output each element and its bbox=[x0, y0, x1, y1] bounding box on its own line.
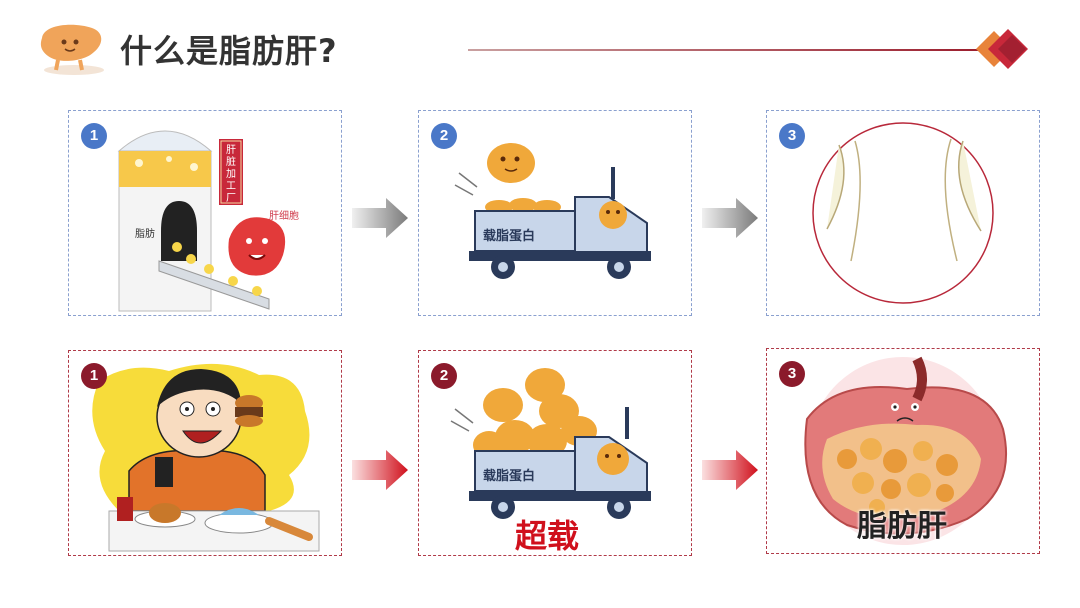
svg-text:肝: 肝 bbox=[226, 144, 236, 156]
healthy-liver-illustration bbox=[767, 111, 1039, 315]
panel-overloaded-truck: 2 载脂蛋白 超载 bbox=[418, 350, 692, 556]
overload-text: 超载 bbox=[515, 511, 579, 557]
step-number-badge: 3 bbox=[779, 123, 805, 149]
diamond-decoration-icon bbox=[972, 26, 1036, 72]
liver-cell-label: 肝细胞 bbox=[269, 207, 299, 222]
step-number-badge: 1 bbox=[81, 123, 107, 149]
page-title: 什么是脂肪肝? bbox=[120, 26, 338, 72]
liver-factory-illustration: 肝 脏 加 工 厂 bbox=[69, 111, 341, 315]
step-number-badge: 3 bbox=[779, 361, 805, 387]
overeating-illustration bbox=[69, 351, 341, 555]
arrow-right-icon bbox=[352, 196, 408, 240]
arrow-right-icon bbox=[352, 448, 408, 492]
panel-lipoprotein-truck: 2 载脂蛋白 bbox=[418, 110, 692, 316]
svg-text:加: 加 bbox=[226, 168, 236, 180]
fat-label: 脂肪 bbox=[135, 225, 155, 240]
step-number-badge: 2 bbox=[431, 363, 457, 389]
panel-liver-factory: 1 肝 脏 加 工 厂 脂肪 肝细胞 bbox=[68, 110, 342, 316]
truck-label: 载脂蛋白 bbox=[483, 225, 535, 244]
liver-mascot-logo bbox=[34, 18, 110, 78]
panel-healthy-liver: 3 bbox=[766, 110, 1040, 316]
step-number-badge: 2 bbox=[431, 123, 457, 149]
header-divider bbox=[468, 49, 988, 51]
svg-text:脏: 脏 bbox=[226, 155, 236, 168]
svg-text:工: 工 bbox=[226, 181, 236, 192]
panel-fatty-liver: 3 脂肪肝 bbox=[766, 348, 1040, 554]
step-number-badge: 1 bbox=[81, 363, 107, 389]
svg-text:厂: 厂 bbox=[226, 193, 236, 204]
fatty-liver-caption: 脂肪肝 bbox=[857, 501, 947, 545]
panel-overeating: 1 bbox=[68, 350, 342, 556]
truck-label: 载脂蛋白 bbox=[483, 465, 535, 484]
arrow-right-icon bbox=[702, 196, 758, 240]
arrow-right-icon bbox=[702, 448, 758, 492]
truck-illustration bbox=[419, 111, 691, 315]
